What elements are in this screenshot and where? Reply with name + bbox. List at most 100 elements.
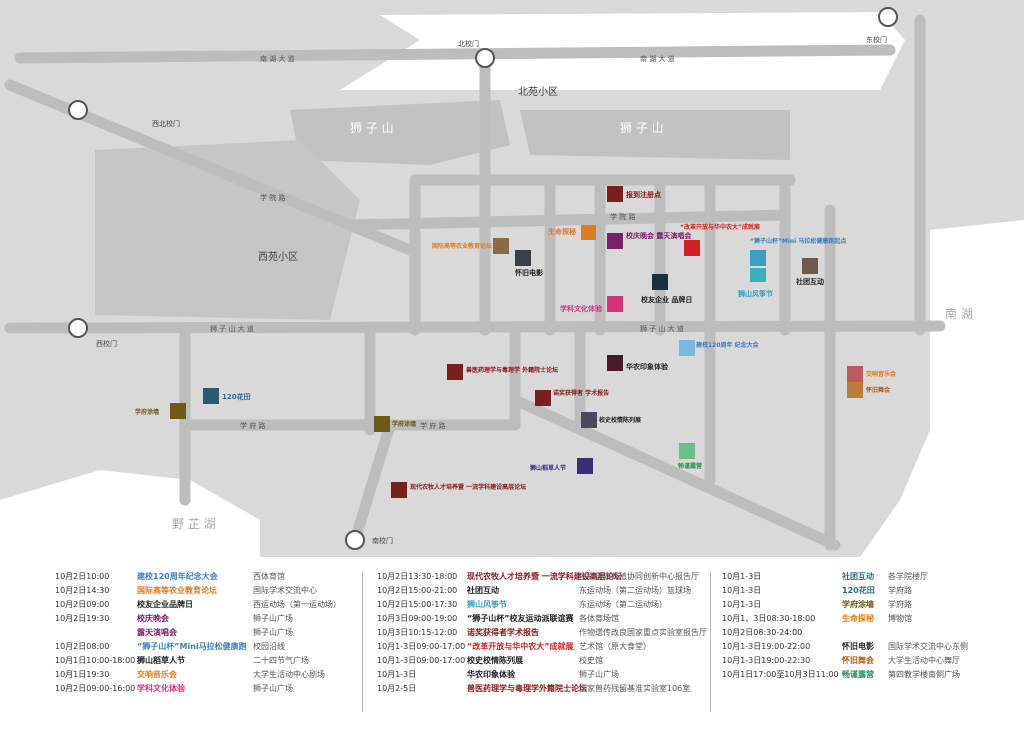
marker-e11 — [802, 258, 818, 274]
schedule-date: 10月3日09:00-19:00 — [377, 614, 458, 623]
yezhi-lake — [0, 470, 260, 557]
campus-map: 南 湖 大 道 南 湖 大 道 狮 子 山 大 道 狮 子 山 大 道 学 院 … — [0, 0, 1024, 557]
schedule-date: 10月2日19:30 — [55, 614, 110, 623]
schedule-place: 狮子山广场 — [579, 670, 619, 679]
schedule-event: 怀旧电影 — [842, 642, 874, 651]
schedule-date: 10月1-3日19:00-22:30 — [722, 656, 811, 665]
marker-e2 — [581, 225, 596, 240]
road-xueyuan-2: 学 院 路 — [260, 193, 285, 202]
schedule-event: 120花田 — [842, 586, 875, 595]
schedule-event: 校友企业品牌日 — [137, 600, 193, 609]
event-e23: 怀旧舞会 — [866, 386, 891, 394]
schedule-place: 狮子山广场 — [253, 684, 293, 693]
schedule-place: 博物馆 — [888, 614, 912, 623]
schedule-date: 10月1-3日09:00-17:00 — [377, 656, 466, 665]
road-nanhu-2: 南 湖 大 道 — [640, 54, 675, 63]
schedule-place: 东运动场（第二运动场）篮球场 — [579, 586, 691, 595]
event-e16: 校史校情陈列展 — [599, 416, 641, 424]
area-yezhi-lake: 野 芷 湖 — [172, 516, 216, 531]
schedule-place: 生猪健康养殖协同创新中心报告厅 — [579, 572, 699, 581]
schedule-place: 狮子山广场 — [253, 628, 293, 637]
area-shizishan-west: 狮 子 山 — [350, 121, 394, 135]
schedule-event: 狮山风筝节 — [467, 600, 507, 609]
xiyuan-area — [95, 140, 360, 320]
schedule-event: 社团互动 — [842, 572, 874, 581]
schedule-event: 校庆晚会 — [137, 614, 169, 623]
road-xueyuan: 学 院 路 — [610, 212, 635, 221]
event-e8: 校友企业 品牌日 — [641, 295, 692, 304]
schedule-event: “改革开放与华中农大”成就展 — [467, 642, 574, 651]
schedule-date: 10月2日15:00-17:30 — [377, 600, 458, 609]
marker-e17 — [203, 388, 219, 404]
schedule-event: 校史校情陈列展 — [467, 656, 523, 665]
schedule-event: 建校120周年纪念大会 — [137, 572, 218, 581]
marker-e7 — [515, 250, 531, 266]
schedule-date: 10月2-5日 — [377, 684, 417, 693]
schedule-event: 交响音乐会 — [137, 670, 177, 679]
marker-e14 — [607, 355, 623, 371]
west-gate-icon — [68, 318, 88, 338]
schedule-date: 10月1、3日08:30-18:00 — [722, 614, 816, 623]
schedule-date: 10月1-3日 — [722, 600, 762, 609]
schedule-event: “狮子山杯”Mini马拉松健康跑 — [137, 642, 247, 651]
gate-northwest: 西北校门 — [152, 119, 180, 128]
schedule-event: 国际高等农业教育论坛 — [137, 586, 217, 595]
schedule-date: 10月1-3日09:00-17:00 — [377, 642, 466, 651]
schedule-date: 10月2日15:00-21:00 — [377, 586, 458, 595]
schedule-place: 各体育场馆 — [579, 614, 619, 623]
east-gate-icon — [878, 7, 898, 27]
gate-east: 东校门 — [866, 35, 887, 44]
area-xiyuan: 西苑小区 — [258, 250, 298, 263]
schedule-place: 东运动场（第二运动场） — [579, 600, 667, 609]
schedule-date: 10月2日08:00 — [55, 642, 110, 651]
schedule-date: 10月1-3日19:00-22:00 — [722, 642, 811, 651]
schedule-event: 生命探秘 — [842, 614, 874, 623]
schedule-place: 各学院楼厅 — [888, 572, 928, 581]
nanhu-lake — [860, 220, 1024, 557]
schedule-event: 狮山稻草人节 — [137, 656, 185, 665]
event-e4: “改革开放与华中农大”成就展 — [680, 223, 760, 231]
area-shizishan-east: 狮 子 山 — [620, 121, 664, 135]
schedule-date: 10月2日09:00-16:00 — [55, 684, 136, 693]
event-e2: 生命探秘 — [548, 227, 576, 236]
schedule-place: 大学生活动中心剧场 — [253, 670, 325, 679]
schedule-place: 西运动场（第一运动场） — [253, 600, 341, 609]
schedule-event: 现代农牧人才培养暨 一流学科建设高层论坛 — [467, 572, 622, 581]
road-shizishan-2: 狮 子 山 大 道 — [640, 324, 684, 333]
schedule-date: 10月1-3日 — [722, 572, 762, 581]
schedule-date: 10月1日10:00-18:00 — [55, 656, 136, 665]
north-gate-icon — [475, 48, 495, 68]
schedule-event: 露天演唱会 — [137, 628, 177, 637]
gate-south: 南校门 — [372, 536, 393, 545]
event-e12: 建校120周年 纪念大会 — [696, 341, 760, 349]
marker-e13 — [447, 364, 463, 380]
schedule-divider-1 — [362, 572, 363, 712]
marker-e19 — [374, 416, 390, 432]
schedule-place: 二十四节气广场 — [253, 656, 309, 665]
south-gate-icon — [345, 530, 365, 550]
schedule-date: 10月1-3日 — [377, 670, 417, 679]
marker-e12 — [679, 340, 695, 356]
schedule-event: 华农印象体验 — [467, 670, 515, 679]
event-e14: 华农印象体验 — [626, 362, 669, 371]
schedule-date: 10月2日08:30-24:00 — [722, 628, 803, 637]
schedule-place: 校史馆 — [579, 656, 603, 665]
marker-e18 — [170, 403, 186, 419]
event-e3: 校庆晚会 露天演唱会 — [626, 231, 692, 240]
schedule-event: 学府涂墙 — [842, 600, 874, 609]
event-e18: 学府涂墙 — [135, 408, 159, 416]
event-e9: 学科文化体验 — [560, 304, 603, 313]
schedule-date: 10月2日14:30 — [55, 586, 110, 595]
gate-north: 北校门 — [458, 39, 479, 48]
marker-e22 — [847, 366, 863, 382]
schedule-place: 艺术馆（原大食堂） — [579, 642, 651, 651]
shizishan-hill-east — [520, 110, 790, 160]
schedule-event: 学科文化体验 — [137, 684, 185, 693]
schedule-date: 10月1日19:30 — [55, 670, 110, 679]
schedule-place: 国际学术交流中心 — [253, 586, 317, 595]
event-e22: 交响音乐会 — [866, 370, 897, 378]
event-e7: 怀旧电影 — [514, 268, 543, 277]
event-e6: 国际高等农业教育论坛 — [432, 242, 492, 250]
event-e11: 社团互动 — [795, 277, 824, 286]
schedule-panel — [0, 557, 1024, 743]
